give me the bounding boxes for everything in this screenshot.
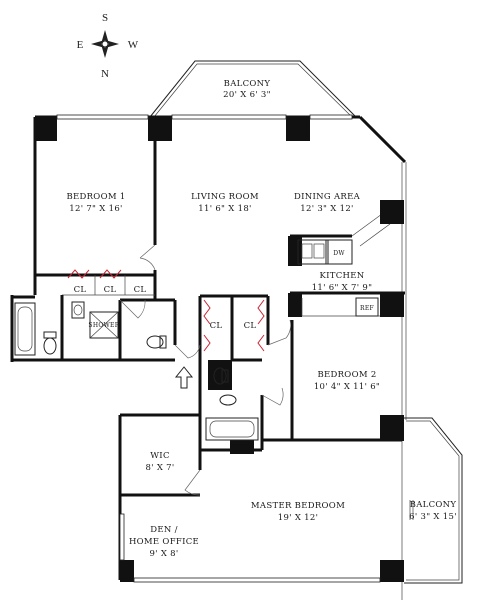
compass-south-label: S xyxy=(102,12,108,24)
windows xyxy=(56,114,381,583)
interior-walls xyxy=(35,117,405,497)
wic-dims: 8' X 7' xyxy=(145,463,174,473)
dining-area-name: DINING AREA xyxy=(294,192,361,202)
bedroom1-dims: 12' 7" X 16' xyxy=(69,204,122,214)
closet-label: CL xyxy=(104,285,117,295)
bedroom2-name: BEDROOM 2 xyxy=(317,370,376,380)
balcony-top-dims: 20' X 6' 3" xyxy=(223,90,271,100)
den-name: HOME OFFICE xyxy=(129,537,199,547)
door-swings xyxy=(119,244,291,496)
compass-west-label: W xyxy=(128,39,139,51)
living-room-name: LIVING ROOM xyxy=(191,192,259,202)
den-line1: DEN / xyxy=(150,525,178,535)
balcony-right-name: BALCONY xyxy=(410,500,457,510)
den-dims: 9' X 8' xyxy=(149,549,178,559)
kitchen-name: KITCHEN xyxy=(319,271,364,281)
living-room-dims: 11' 6" X 18' xyxy=(198,204,251,214)
bath-fixtures xyxy=(14,301,259,441)
refrigerator-label: REF xyxy=(360,305,374,312)
bedroom1-name: BEDROOM 1 xyxy=(66,192,125,202)
closet-label: CL xyxy=(134,285,147,295)
closet-bifold-doors xyxy=(67,269,265,352)
closet-label: CL xyxy=(210,321,223,331)
wic-name: WIC xyxy=(150,451,170,461)
kitchen-fixtures xyxy=(297,239,379,317)
balcony-top-name: BALCONY xyxy=(224,79,271,89)
master-bedroom-name: MASTER BEDROOM xyxy=(251,501,345,511)
balcony-door-marks xyxy=(409,500,414,520)
dishwasher-label: DW xyxy=(333,250,345,257)
kitchen-dims: 11' 6" X 7' 9" xyxy=(312,283,373,293)
bedroom2-dims: 10' 4" X 11' 6" xyxy=(314,382,380,392)
balcony-top-outline xyxy=(149,60,357,118)
closet-label: CL xyxy=(74,285,87,295)
compass-east-label: E xyxy=(77,39,84,51)
up-arrow-icon xyxy=(174,366,194,389)
compass-rose-icon xyxy=(91,30,119,58)
compass-north-label: N xyxy=(101,68,109,80)
balcony-right-dims: 6' 3" X 15' xyxy=(409,512,457,522)
shower-label: SHOWER xyxy=(88,322,119,329)
structural-columns xyxy=(35,117,404,582)
closet-label: CL xyxy=(244,321,257,331)
master-bedroom-dims: 19' X 12' xyxy=(278,513,318,523)
dining-area-dims: 12' 3" X 12' xyxy=(300,204,353,214)
